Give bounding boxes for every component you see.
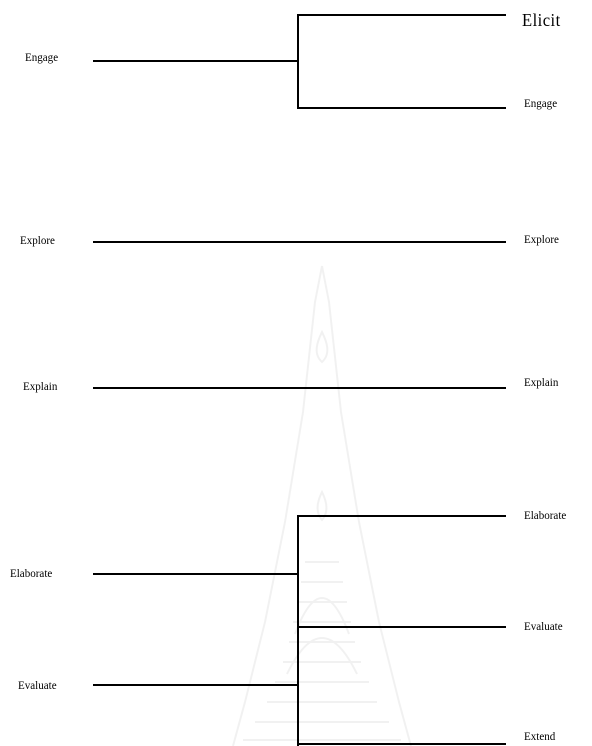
branch-elaborate-evaluate-vertical	[297, 515, 299, 746]
left-label-engage: Engage	[25, 50, 59, 64]
connector-elaborate-in	[93, 573, 299, 575]
connector-explain	[93, 387, 506, 389]
left-label-explain: Explain	[23, 379, 58, 393]
connector-to-elaborate	[297, 515, 506, 517]
right-label-explain: Explain	[524, 375, 559, 389]
connector-to-elicit	[297, 14, 506, 16]
right-label-engage: Engage	[524, 96, 558, 110]
right-label-explore: Explore	[524, 232, 559, 246]
right-label-elaborate: Elaborate	[524, 508, 567, 522]
branch-engage-vertical	[297, 14, 299, 109]
right-label-elicit: Elicit	[522, 10, 561, 30]
left-label-elaborate: Elaborate	[10, 566, 53, 580]
right-label-evaluate: Evaluate	[524, 619, 563, 633]
connector-to-extend	[297, 743, 506, 745]
connector-to-engage	[297, 107, 506, 109]
connector-engage-in	[93, 60, 299, 62]
temple-spire-watermark-icon	[232, 265, 412, 746]
left-label-evaluate: Evaluate	[18, 678, 57, 692]
left-label-explore: Explore	[20, 233, 55, 247]
connector-evaluate-in	[93, 684, 299, 686]
connector-to-evaluate	[297, 626, 506, 628]
right-label-extend: Extend	[524, 729, 556, 743]
connector-explore	[93, 241, 506, 243]
